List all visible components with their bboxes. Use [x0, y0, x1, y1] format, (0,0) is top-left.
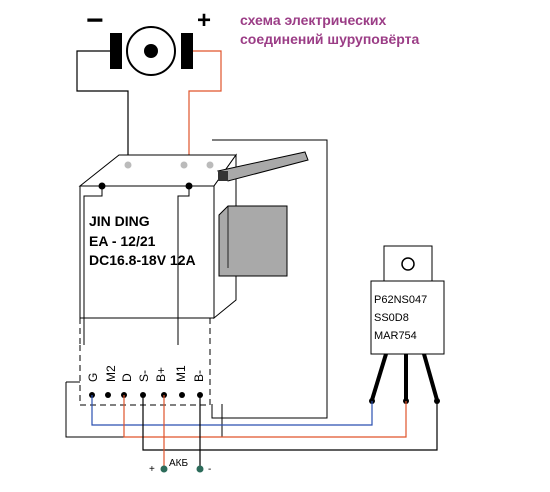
motor-brush-left [110, 33, 122, 69]
motor-shaft-icon [144, 44, 158, 58]
transistor-mount-hole-icon [401, 257, 415, 271]
pin-label-s-minus: S- [137, 370, 151, 382]
switch-gray-block [218, 205, 288, 277]
motor-plus-sign: + [197, 7, 211, 34]
diagram-title-line1: схема электрических [240, 12, 387, 28]
transistor-lead-source [422, 353, 439, 401]
top-contact-right [206, 161, 214, 169]
wire-motor-plus [188, 50, 222, 186]
wire-outer-right [211, 139, 328, 419]
switch-label-line3: DC16.8-18V 12A [89, 252, 196, 268]
wire-drain-red [123, 395, 407, 438]
switch-terminal-area [79, 345, 211, 406]
pin-label-m1: M1 [174, 365, 188, 382]
switch-label-line1: JIN DING [89, 213, 150, 229]
pin-terminal-m2 [105, 392, 111, 398]
transistor-lead-gate [370, 353, 388, 401]
diagram-title-line2: соединений шуруповёрта [240, 31, 420, 47]
wire-gate-blue [91, 395, 373, 426]
switch-lever-pivot [218, 171, 228, 181]
switch-top-face [78, 154, 237, 187]
battery-minus-sign: - [208, 464, 211, 475]
motor-minus-sign: − [86, 4, 104, 37]
top-contact-mid [180, 161, 188, 169]
pin-label-g: G [86, 373, 100, 382]
top-contact-left [124, 161, 132, 169]
pin-label-b-minus: B- [192, 370, 206, 382]
transistor-label-line3: MAR754 [374, 330, 417, 342]
switch-pin-labels: G M2 D S- B+ M1 B- [86, 365, 206, 382]
switch-block: JIN DING EA - 12/21 DC16.8-18V 12A [78, 151, 309, 406]
switch-label-line2: EA - 12/21 [89, 233, 156, 249]
motor-brush-right [181, 33, 193, 69]
transistor: P62NS047 SS0D8 MAR754 [369, 245, 445, 404]
transistor-label-line2: SS0D8 [374, 312, 409, 324]
switch-front-face [79, 185, 215, 319]
battery-plus-sign: + [149, 464, 155, 475]
pin-terminal-m1 [179, 392, 185, 398]
battery-minus-terminal [196, 465, 204, 473]
pin-label-d: D [120, 373, 134, 382]
transistor-body [370, 280, 445, 355]
wire-loop-left [65, 382, 223, 438]
switch-pin-terminals [89, 392, 203, 398]
wire-source-black [142, 395, 438, 451]
wire-motor-minus [76, 50, 129, 165]
battery-label: АКБ [169, 458, 188, 469]
pin-label-b-plus: B+ [154, 367, 168, 382]
battery-plus-terminal [160, 465, 168, 473]
transistor-label-line1: P62NS047 [374, 294, 427, 306]
pin-label-m2: M2 [104, 365, 118, 382]
motor: − + [86, 4, 211, 76]
